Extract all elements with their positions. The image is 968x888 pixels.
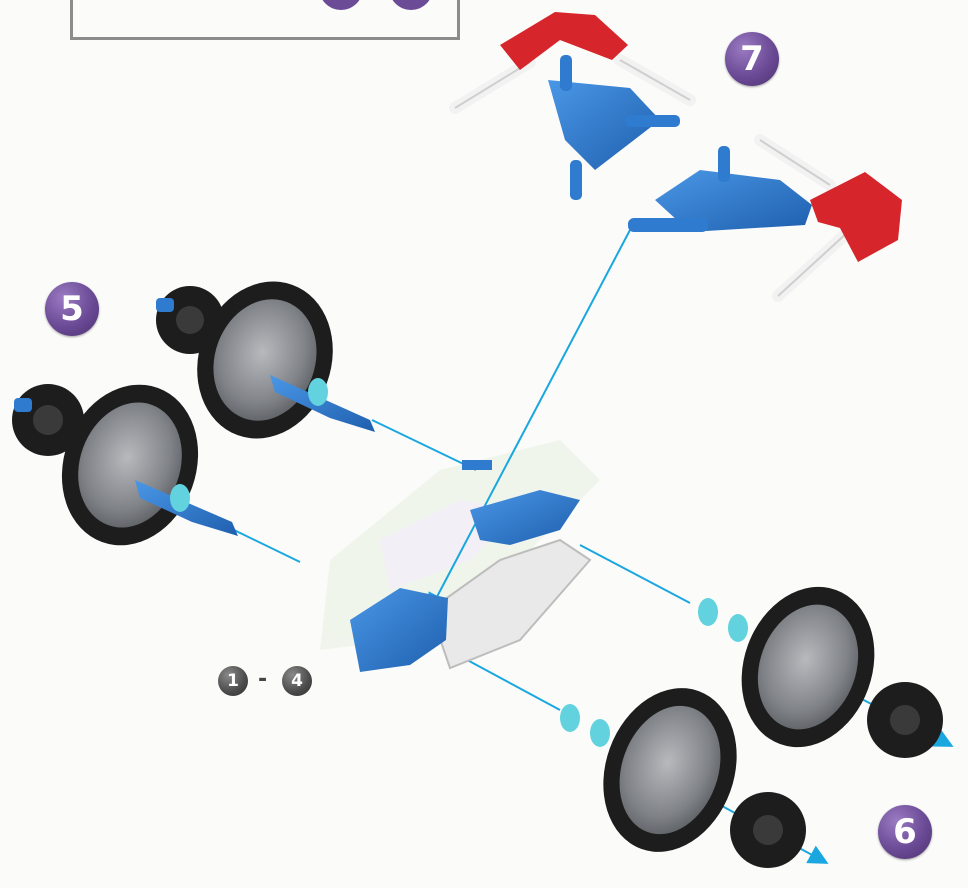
washer-icon: [728, 614, 748, 642]
step-badge-6: 6: [878, 805, 932, 859]
step-badge-7: 7: [725, 32, 779, 86]
reference-badge-to: 4: [282, 666, 312, 696]
guide-lines: [234, 230, 950, 862]
guide-line-rear-axle: [372, 420, 476, 470]
washer-icon: [170, 484, 190, 512]
washer-icon: [560, 704, 580, 732]
guide-line-front-axle: [234, 530, 300, 562]
bracket-assembly-top: [455, 12, 690, 200]
wheel-assembly-right-top: [698, 568, 943, 766]
washer-icon: [698, 598, 718, 626]
reference-range-separator: -: [258, 667, 267, 692]
bracket-assembly-bottom: [628, 140, 902, 296]
gear-icon: [867, 682, 943, 758]
wheel-icon: [720, 568, 896, 766]
axle-icon: [14, 398, 32, 412]
reference-badge-from: 1: [218, 666, 248, 696]
gear-icon: [730, 792, 806, 868]
step-badge-5: 5: [45, 282, 99, 336]
guide-line-right-axle-top: [580, 545, 690, 603]
washer-icon: [308, 378, 328, 406]
axle-icon: [156, 298, 174, 312]
washer-icon: [590, 719, 610, 747]
